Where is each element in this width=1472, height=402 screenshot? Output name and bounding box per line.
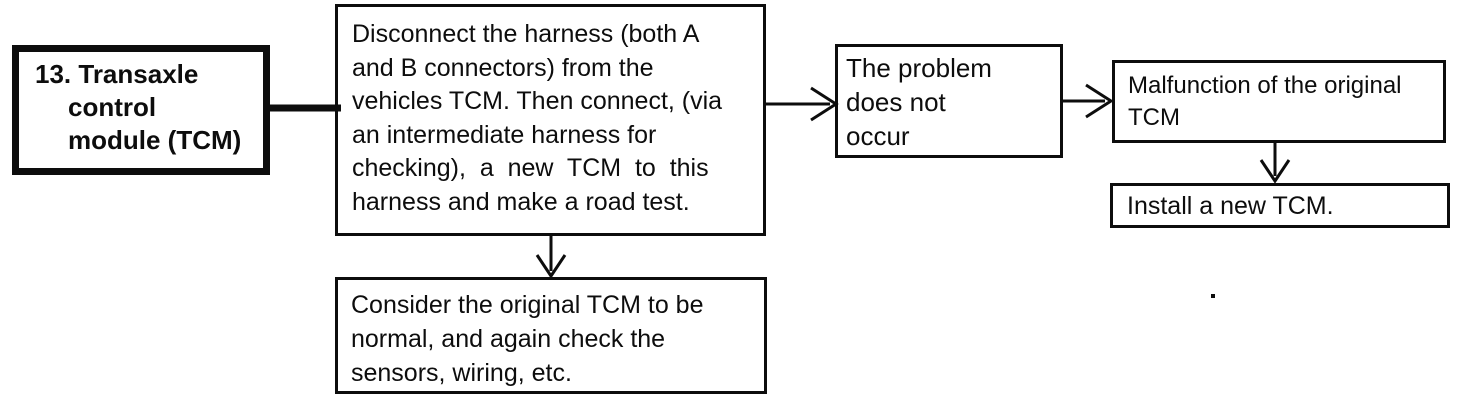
node-start-line-2: control	[68, 92, 157, 122]
scan-artifact-dot	[1211, 294, 1215, 298]
node-no-problem-text: The problem does not occur	[846, 53, 992, 151]
connector-no-problem-to-malfunction	[1063, 83, 1114, 119]
node-start-line-3: module (TCM)	[68, 125, 242, 155]
node-malfunction-text: Malfunction of the original TCM	[1128, 72, 1402, 131]
node-consider-tcm-normal: Consider the original TCM to be normal, …	[335, 277, 767, 394]
arrowhead-down-icon	[1259, 159, 1291, 184]
node-install-text: Install a new TCM.	[1127, 192, 1334, 220]
node-action-text: Disconnect the harness (both A and B con…	[352, 20, 723, 216]
node-remedy-install-new-tcm: Install a new TCM.	[1110, 183, 1450, 228]
arrowhead-right-icon	[1085, 83, 1114, 119]
node-diagnosis-malfunction-original-tcm: Malfunction of the original TCM	[1112, 60, 1446, 143]
arrowhead-down-icon	[535, 254, 567, 279]
node-action-harness-road-test: Disconnect the harness (both A and B con…	[335, 4, 766, 236]
connector-malfunction-to-install	[1259, 143, 1291, 184]
arrowhead-right-icon	[810, 86, 839, 122]
node-start-line-1: 13. Transaxle	[35, 59, 199, 89]
node-start-tcm: 13. Transaxle control module (TCM)	[12, 45, 270, 175]
node-result-problem-does-not-occur: The problem does not occur	[835, 44, 1063, 158]
node-consider-text: Consider the original TCM to be normal, …	[351, 291, 704, 387]
connector-action-to-consider	[535, 236, 567, 279]
connector-action-to-no-problem	[766, 86, 839, 122]
